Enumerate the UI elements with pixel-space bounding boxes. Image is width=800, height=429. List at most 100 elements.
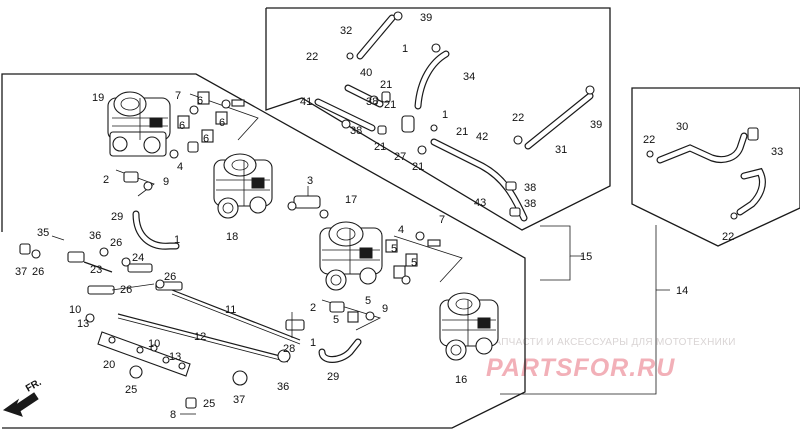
callout-26: 26	[120, 284, 132, 296]
callout-26: 26	[164, 271, 176, 283]
callout-40: 40	[360, 67, 372, 79]
carburetor-19	[107, 91, 171, 157]
callout-37: 37	[15, 266, 27, 278]
starter-link-20	[97, 331, 191, 377]
callout-37: 37	[233, 394, 245, 406]
callout-26: 26	[110, 237, 122, 249]
callout-1: 1	[310, 337, 316, 349]
callout-6: 6	[197, 95, 203, 107]
watermark-caption: ЗАПЧАСТИ И АКСЕССУАРЫ ДЛЯ МОТОТЕХНИКИ	[488, 337, 736, 348]
choke-shaft-12	[117, 313, 289, 363]
callout-21: 21	[456, 126, 468, 138]
fuel-hose-29-upper	[132, 210, 180, 250]
carburetor-17	[319, 221, 383, 291]
callout-2: 2	[310, 302, 316, 314]
callout-42: 42	[476, 131, 488, 143]
assembly-leaders	[500, 225, 670, 395]
callout-15: 15	[580, 251, 592, 263]
callout-7: 7	[439, 214, 445, 226]
callout-10: 10	[148, 338, 160, 350]
callout-38: 38	[350, 125, 362, 137]
callout-21: 21	[412, 161, 424, 173]
hose-41-tube	[314, 98, 376, 132]
callout-38: 38	[366, 96, 378, 108]
fitting-group-2-left	[115, 169, 155, 197]
callout-22: 22	[722, 231, 734, 243]
callout-9: 9	[163, 176, 169, 188]
callout-5: 5	[411, 257, 417, 269]
vent-hose-border	[631, 87, 800, 247]
callout-6: 6	[203, 133, 209, 145]
callout-25: 25	[203, 398, 215, 410]
carburetor-16	[439, 292, 499, 361]
fitting-group-upper	[169, 91, 259, 159]
callout-31: 31	[555, 144, 567, 156]
callout-5: 5	[365, 295, 371, 307]
callout-1: 1	[174, 234, 180, 246]
fitting-group-2-right	[321, 299, 382, 331]
callout-17: 17	[345, 194, 357, 206]
callout-24: 24	[132, 252, 144, 264]
fuel-joint-3	[287, 186, 329, 219]
callout-29: 29	[111, 211, 123, 223]
fuel-joint-pipes-23-24	[67, 247, 183, 295]
callout-23: 23	[90, 264, 102, 276]
callout-1: 1	[402, 43, 408, 55]
fuel-hose-29-lower	[318, 338, 362, 363]
callout-8: 8	[170, 409, 176, 421]
callout-19: 19	[92, 92, 104, 104]
front-label: FR.	[24, 377, 44, 395]
callout-20: 20	[103, 359, 115, 371]
callout-32: 32	[340, 25, 352, 37]
hose-31	[524, 92, 594, 150]
callout-22: 22	[306, 51, 318, 63]
hose-34	[414, 50, 450, 110]
callout-13: 13	[169, 351, 181, 363]
callout-43: 43	[474, 197, 486, 209]
callout-22: 22	[512, 112, 524, 124]
callout-3: 3	[307, 175, 313, 187]
callout-34: 34	[463, 71, 475, 83]
callout-12: 12	[194, 331, 206, 343]
fitting-group-lower	[385, 231, 463, 285]
callout-27: 27	[394, 151, 406, 163]
callout-39: 39	[590, 119, 602, 131]
hose-32	[356, 14, 396, 60]
callout-16: 16	[455, 374, 467, 386]
callout-14: 14	[676, 285, 688, 297]
hose-set-clips	[341, 11, 595, 217]
front-arrow: FR.	[2, 377, 44, 417]
callout-21: 21	[384, 99, 396, 111]
callout-10: 10	[69, 304, 81, 316]
hose-set-border	[265, 7, 611, 231]
callout-4: 4	[398, 224, 404, 236]
callout-6: 6	[219, 117, 225, 129]
callout-5: 5	[391, 243, 397, 255]
callout-4: 4	[177, 161, 183, 173]
callout-30: 30	[676, 121, 688, 133]
callout-28: 28	[283, 343, 295, 355]
callout-21: 21	[374, 141, 386, 153]
callout-5: 5	[333, 314, 339, 326]
callout-38: 38	[524, 182, 536, 194]
callout-38: 38	[524, 198, 536, 210]
hose-42-43	[430, 138, 528, 222]
callout-13: 13	[77, 318, 89, 330]
callout-36: 36	[89, 230, 101, 242]
callout-18: 18	[226, 231, 238, 243]
callout-41: 41	[300, 96, 312, 108]
callout-labels: 19 7 6 6 6 6 4 9 2 18 29 1 3 17 4 7 5 5 …	[15, 12, 783, 421]
callout-33: 33	[771, 146, 783, 158]
callout-39: 39	[420, 12, 432, 24]
callout-25: 25	[125, 384, 137, 396]
callout-22: 22	[643, 134, 655, 146]
callout-26: 26	[32, 266, 44, 278]
main-assembly-border	[1, 73, 526, 429]
callout-35: 35	[37, 227, 49, 239]
watermark-brand: PARTSFOR.RU	[486, 354, 675, 382]
carburetor-18	[213, 153, 273, 219]
callout-9: 9	[382, 303, 388, 315]
callout-21: 21	[380, 79, 392, 91]
callout-1: 1	[442, 109, 448, 121]
